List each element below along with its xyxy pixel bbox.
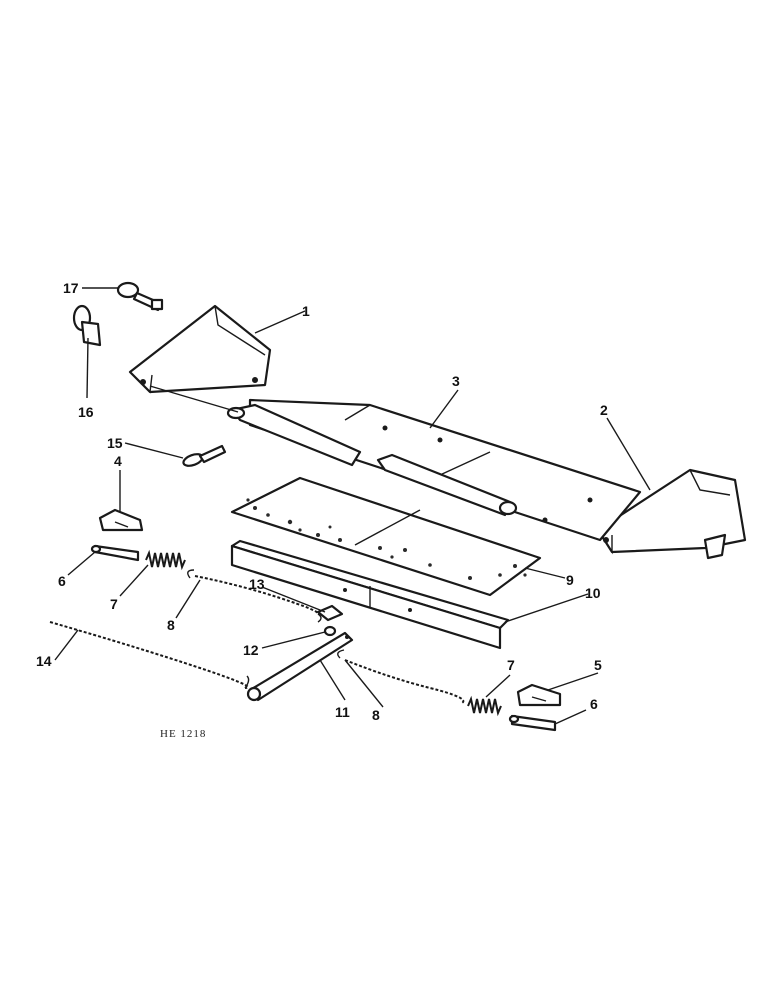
part-14-long-chain [49, 621, 250, 689]
part-7-spring-right [467, 695, 502, 717]
part-5-clip-bracket [516, 683, 562, 707]
callout-10: 10 [585, 585, 601, 601]
callout-4: 4 [114, 453, 122, 469]
callout-7-right: 7 [507, 657, 515, 673]
callout-6-left: 6 [58, 573, 66, 589]
callout-labels: 1 2 3 4 5 6 6 7 7 8 8 9 10 11 12 13 14 1… [36, 280, 608, 723]
part-13-clip [316, 604, 344, 622]
figure-code: HE 1218 [160, 728, 206, 740]
callout-8-right: 8 [372, 707, 380, 723]
part-9-floor-plate [230, 476, 542, 597]
part-15-ring-pin [182, 444, 227, 467]
callout-16: 16 [78, 404, 94, 420]
callout-12: 12 [243, 642, 259, 658]
callout-5: 5 [594, 657, 602, 673]
part-3-upper-shield [226, 398, 642, 542]
part-6-pin-left [90, 544, 140, 562]
callout-6-right: 6 [590, 696, 598, 712]
callout-1: 1 [302, 303, 310, 319]
part-4-clip-bracket [98, 508, 144, 532]
part-7-spring-left [145, 549, 186, 571]
callout-7-left: 7 [110, 596, 118, 612]
callout-11: 11 [335, 704, 350, 720]
callout-2: 2 [600, 402, 608, 418]
part-12-washer [323, 625, 337, 637]
part-1-left-bracket [128, 304, 272, 394]
part-6-pin-right [508, 714, 557, 732]
part-16-hitch-clip [72, 304, 102, 347]
callout-15: 15 [107, 435, 123, 451]
part-8-chain-left [187, 569, 322, 623]
callout-14: 14 [36, 653, 52, 669]
callout-9: 9 [566, 572, 574, 588]
part-17-ring-pin [116, 281, 164, 312]
part-2-right-bracket [596, 468, 747, 560]
callout-13: 13 [249, 576, 265, 592]
callout-17: 17 [63, 280, 79, 296]
part-8-chain-right [337, 649, 465, 704]
callout-3: 3 [452, 373, 460, 389]
part-10-channel-bar [230, 539, 510, 650]
part-11-link-bar [246, 631, 354, 702]
callout-8-left: 8 [167, 617, 175, 633]
leader-lines [54, 287, 651, 725]
